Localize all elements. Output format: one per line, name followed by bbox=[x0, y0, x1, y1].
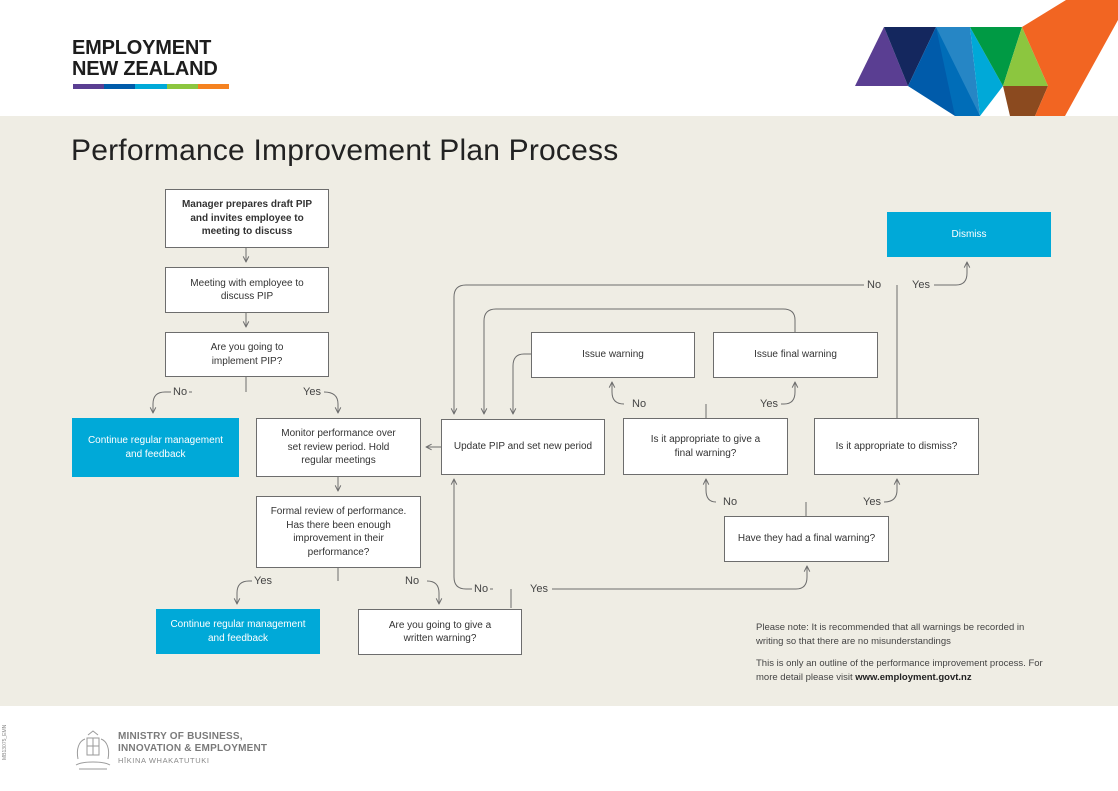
arrow-written-no bbox=[454, 479, 493, 590]
document-code: MB13075_EMN bbox=[2, 724, 8, 760]
node-draft-pip: Manager prepares draft PIP and invites e… bbox=[165, 189, 329, 248]
arrow-hadfinal-no bbox=[706, 479, 717, 503]
node-continue-regular-2-text: Continue regular management and feedback bbox=[170, 619, 306, 644]
label-givefinal-yes: Yes bbox=[758, 398, 780, 411]
node-issue-warning-text: Issue warning bbox=[582, 349, 644, 361]
node-continue-regular-1: Continue regular management and feedback bbox=[72, 418, 239, 477]
page-title: Performance Improvement Plan Process bbox=[71, 134, 619, 167]
label-implement-no: No bbox=[171, 386, 190, 399]
note-outline-text: This is only an outline of the performan… bbox=[756, 658, 1043, 683]
node-formal-review: Formal review of performance. Has there … bbox=[256, 496, 421, 568]
label-dismiss-yes: Yes bbox=[910, 279, 932, 292]
arrow-implement-no bbox=[153, 391, 192, 413]
node-update-pip-text: Update PIP and set new period bbox=[453, 441, 593, 453]
node-dismiss-question: Is it appropriate to dismiss? bbox=[814, 418, 979, 475]
node-had-final-question: Have they had a final warning? bbox=[724, 516, 889, 562]
arrow-review-yes bbox=[237, 580, 272, 604]
node-give-final-question-text: Is it appropriate to give a final warnin… bbox=[650, 434, 761, 459]
node-written-warning-question: Are you going to give a written warning? bbox=[358, 609, 522, 655]
label-dismiss-no: No bbox=[865, 279, 884, 292]
node-monitor-text: Monitor performance over set review peri… bbox=[281, 428, 396, 467]
footer bbox=[0, 706, 1118, 791]
arrow-givefinal-no bbox=[612, 382, 625, 405]
arrow-givefinal-yes bbox=[781, 382, 795, 405]
node-update-pip: Update PIP and set new period bbox=[441, 419, 605, 475]
node-monitor: Monitor performance over set review peri… bbox=[256, 418, 421, 477]
node-meeting: Meeting with employee to discuss PIP bbox=[165, 267, 329, 313]
arrow-implement-yes bbox=[323, 391, 338, 413]
arrow-review-no bbox=[426, 580, 439, 604]
brand-line2: NEW ZEALAND bbox=[72, 58, 218, 80]
website-link[interactable]: www.employment.govt.nz bbox=[855, 672, 972, 683]
brand-graphic bbox=[855, 0, 1118, 116]
ministry-logo-text: MINISTRY OF BUSINESS, INNOVATION & EMPLO… bbox=[118, 731, 267, 767]
node-continue-regular-1-text: Continue regular management and feedback bbox=[87, 435, 224, 460]
node-dismiss-text: Dismiss bbox=[951, 228, 987, 240]
ministry-line1: MINISTRY OF BUSINESS, bbox=[118, 731, 243, 742]
node-dismiss: Dismiss bbox=[887, 212, 1051, 257]
arrow-hadfinal-yes bbox=[883, 479, 897, 503]
node-implement-question: Are you going to implement PIP? bbox=[165, 332, 329, 377]
node-had-final-question-text: Have they had a final warning? bbox=[737, 533, 876, 545]
label-hadfinal-yes: Yes bbox=[861, 496, 883, 509]
node-issue-final-warning-text: Issue final warning bbox=[754, 349, 837, 361]
note-outline: This is only an outline of the performan… bbox=[756, 657, 1056, 685]
ministry-line2: INNOVATION & EMPLOYMENT bbox=[118, 743, 268, 754]
label-review-no: No bbox=[403, 575, 422, 588]
node-draft-pip-text: Manager prepares draft PIP and invites e… bbox=[181, 199, 313, 238]
label-givefinal-no: No bbox=[630, 398, 649, 411]
arrow-dismiss-no bbox=[454, 284, 864, 414]
node-issue-final-warning: Issue final warning bbox=[713, 332, 878, 378]
arrow-dismiss-yes bbox=[934, 262, 967, 286]
ministry-line3: HĪKINA WHAKATUTUKI bbox=[118, 756, 210, 765]
brand-logo: EMPLOYMENT NEW ZEALAND bbox=[72, 38, 218, 80]
node-meeting-text: Meeting with employee to discuss PIP bbox=[190, 277, 304, 303]
arrow-written-yes bbox=[552, 566, 807, 590]
arrow-issue-to-update bbox=[513, 353, 531, 414]
note-recording-warnings: Please note: It is recommended that all … bbox=[756, 621, 1046, 649]
coat-of-arms-icon bbox=[75, 730, 111, 770]
label-written-no: No bbox=[472, 583, 491, 596]
node-issue-warning: Issue warning bbox=[531, 332, 695, 378]
node-written-warning-question-text: Are you going to give a written warning? bbox=[388, 619, 492, 645]
label-review-yes: Yes bbox=[252, 575, 274, 588]
label-implement-yes: Yes bbox=[301, 386, 323, 399]
brand-line1: EMPLOYMENT bbox=[72, 37, 212, 59]
arrow-final-to-update bbox=[484, 308, 796, 414]
note-recording-warnings-text: Please note: It is recommended that all … bbox=[756, 622, 1025, 647]
node-continue-regular-2: Continue regular management and feedback bbox=[156, 609, 320, 654]
node-give-final-question: Is it appropriate to give a final warnin… bbox=[623, 418, 788, 475]
label-hadfinal-no: No bbox=[721, 496, 740, 509]
brand-colour-bar bbox=[73, 84, 230, 89]
node-dismiss-question-text: Is it appropriate to dismiss? bbox=[835, 440, 958, 452]
label-written-yes: Yes bbox=[528, 583, 550, 596]
node-formal-review-text: Formal review of performance. Has there … bbox=[270, 506, 407, 558]
node-implement-question-text: Are you going to implement PIP? bbox=[210, 342, 284, 367]
